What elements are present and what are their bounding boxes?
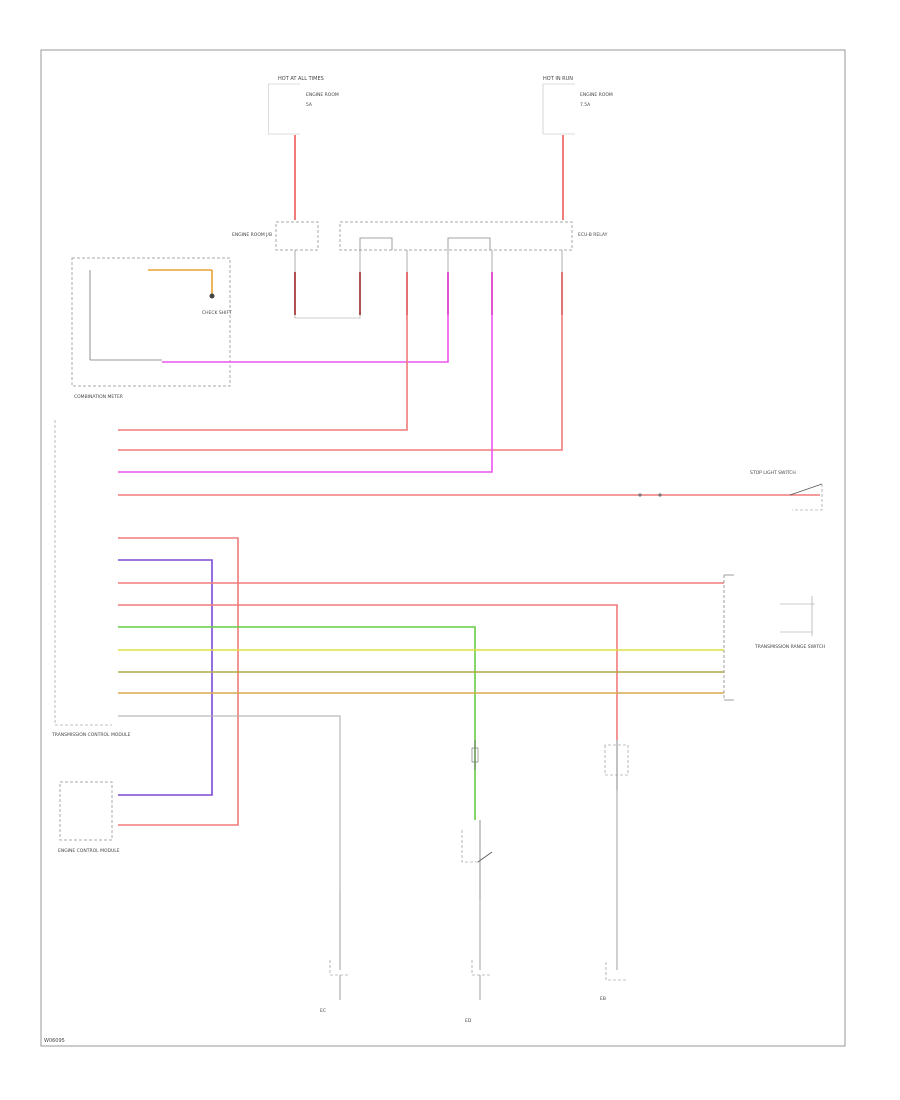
transmission-range-switch: TRANSMISSION RANGE SWITCH — [723, 574, 825, 701]
ecm-label: ENGINE CONTROL MODULE — [58, 848, 120, 854]
wire-tcm-gray — [118, 715, 341, 890]
ground-right-label: EB — [600, 996, 606, 1002]
wire-tcm-red-6 — [118, 604, 618, 740]
tcm-label: TRANSMISSION CONTROL MODULE — [51, 732, 131, 738]
fuse-right: HOT IN RUN ENGINE ROOM 7.5A — [542, 76, 613, 135]
fuse-left: HOT AT ALL TIMES ENGINE ROOM 5A — [268, 76, 339, 135]
ground-middle: ED — [465, 900, 492, 1024]
wire-tcm-red-4 — [118, 537, 239, 826]
lower-relay-left — [471, 740, 479, 770]
wire-tcm-red-2 — [118, 272, 563, 451]
lower-relay-right — [604, 740, 629, 790]
fuse-left-name: ENGINE ROOM — [306, 92, 339, 98]
connector-stubs — [294, 272, 563, 315]
fuse-right-name: ENGINE ROOM — [580, 92, 613, 98]
wire-pink-meter — [162, 272, 449, 363]
transmission-control-module: TRANSMISSION CONTROL MODULE — [51, 420, 131, 738]
fuse-right-rating: 7.5A — [580, 102, 591, 108]
stoplight-switch: STOP LIGHT SWITCH — [638, 470, 823, 511]
wire-tcm-red-1 — [118, 272, 408, 431]
engine-control-module: ENGINE CONTROL MODULE — [58, 781, 120, 854]
stoplight-switch-label: STOP LIGHT SWITCH — [750, 470, 796, 476]
brake-switch — [461, 820, 493, 900]
fuse-right-header: HOT IN RUN — [543, 76, 573, 82]
wire-tcm-purple — [118, 559, 213, 796]
fuse-left-rating: 5A — [306, 102, 313, 108]
combination-meter-indicator: CHECK SHIFT — [202, 310, 232, 316]
ground-middle-label: ED — [465, 1018, 472, 1024]
diagram-frame — [40, 49, 846, 1047]
combination-meter: COMBINATION METER CHECK SHIFT — [71, 257, 232, 400]
ground-right: EB — [600, 790, 628, 1002]
junction-box-right-label: ECU-B RELAY — [578, 232, 608, 238]
wire-tcm-green — [118, 626, 476, 820]
ground-left-label: EC — [320, 1008, 326, 1014]
combination-meter-label: COMBINATION METER — [74, 394, 123, 400]
ground-left: EC — [320, 890, 350, 1014]
junction-box-pins — [294, 250, 563, 272]
junction-box: ENGINE ROOM J/B ECU-B RELAY — [232, 221, 608, 251]
junction-box-left-label: ENGINE ROOM J/B — [232, 232, 272, 238]
transmission-range-switch-label: TRANSMISSION RANGE SWITCH — [754, 644, 825, 650]
wire-tcm-pink — [118, 272, 493, 473]
diagram-id: W06095 — [44, 1038, 65, 1044]
jumper-bottom — [294, 315, 361, 319]
fuse-left-header: HOT AT ALL TIMES — [278, 76, 324, 82]
